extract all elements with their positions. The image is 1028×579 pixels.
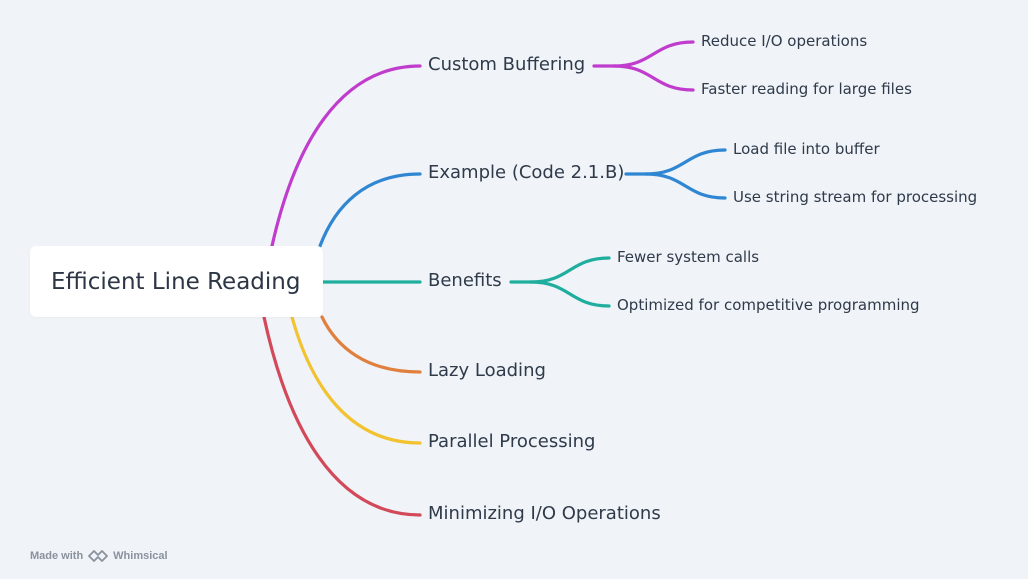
root-node-label: Efficient Line Reading — [51, 268, 301, 295]
branch-connector — [318, 172, 422, 248]
branch-connector — [290, 315, 422, 445]
child-connector — [644, 172, 727, 200]
leaf-node[interactable]: Reduce I/O operations — [701, 32, 868, 50]
child-connector — [612, 40, 695, 68]
leaf-node[interactable]: Use string stream for processing — [733, 188, 978, 206]
branch-node[interactable]: Lazy Loading — [428, 360, 546, 381]
child-connector — [644, 148, 727, 176]
branch-connector — [320, 315, 422, 374]
branch-node[interactable]: Benefits — [428, 270, 502, 291]
leaf-node[interactable]: Fewer system calls — [617, 248, 760, 266]
root-node[interactable]: Efficient Line Reading — [30, 246, 323, 317]
branch-node[interactable]: Parallel Processing — [428, 431, 596, 452]
branch-connector — [262, 315, 422, 517]
child-connector — [529, 256, 611, 284]
child-connector — [529, 280, 611, 308]
branch-connector — [270, 64, 422, 248]
whimsical-logo-icon — [88, 550, 109, 562]
branch-node[interactable]: Example (Code 2.1.B) — [428, 162, 625, 183]
leaf-node[interactable]: Optimized for competitive programming — [617, 296, 920, 314]
leaf-node[interactable]: Faster reading for large files — [701, 80, 912, 98]
branch-node[interactable]: Minimizing I/O Operations — [428, 503, 661, 524]
branch-node[interactable]: Custom Buffering — [428, 54, 586, 75]
made-with-whimsical-footer[interactable]: Made with Whimsical — [30, 549, 168, 563]
leaf-node[interactable]: Load file into buffer — [733, 140, 880, 158]
child-connector — [612, 64, 695, 92]
whimsical-brand-text: Whimsical — [113, 550, 168, 562]
made-with-text: Made with — [30, 550, 84, 562]
